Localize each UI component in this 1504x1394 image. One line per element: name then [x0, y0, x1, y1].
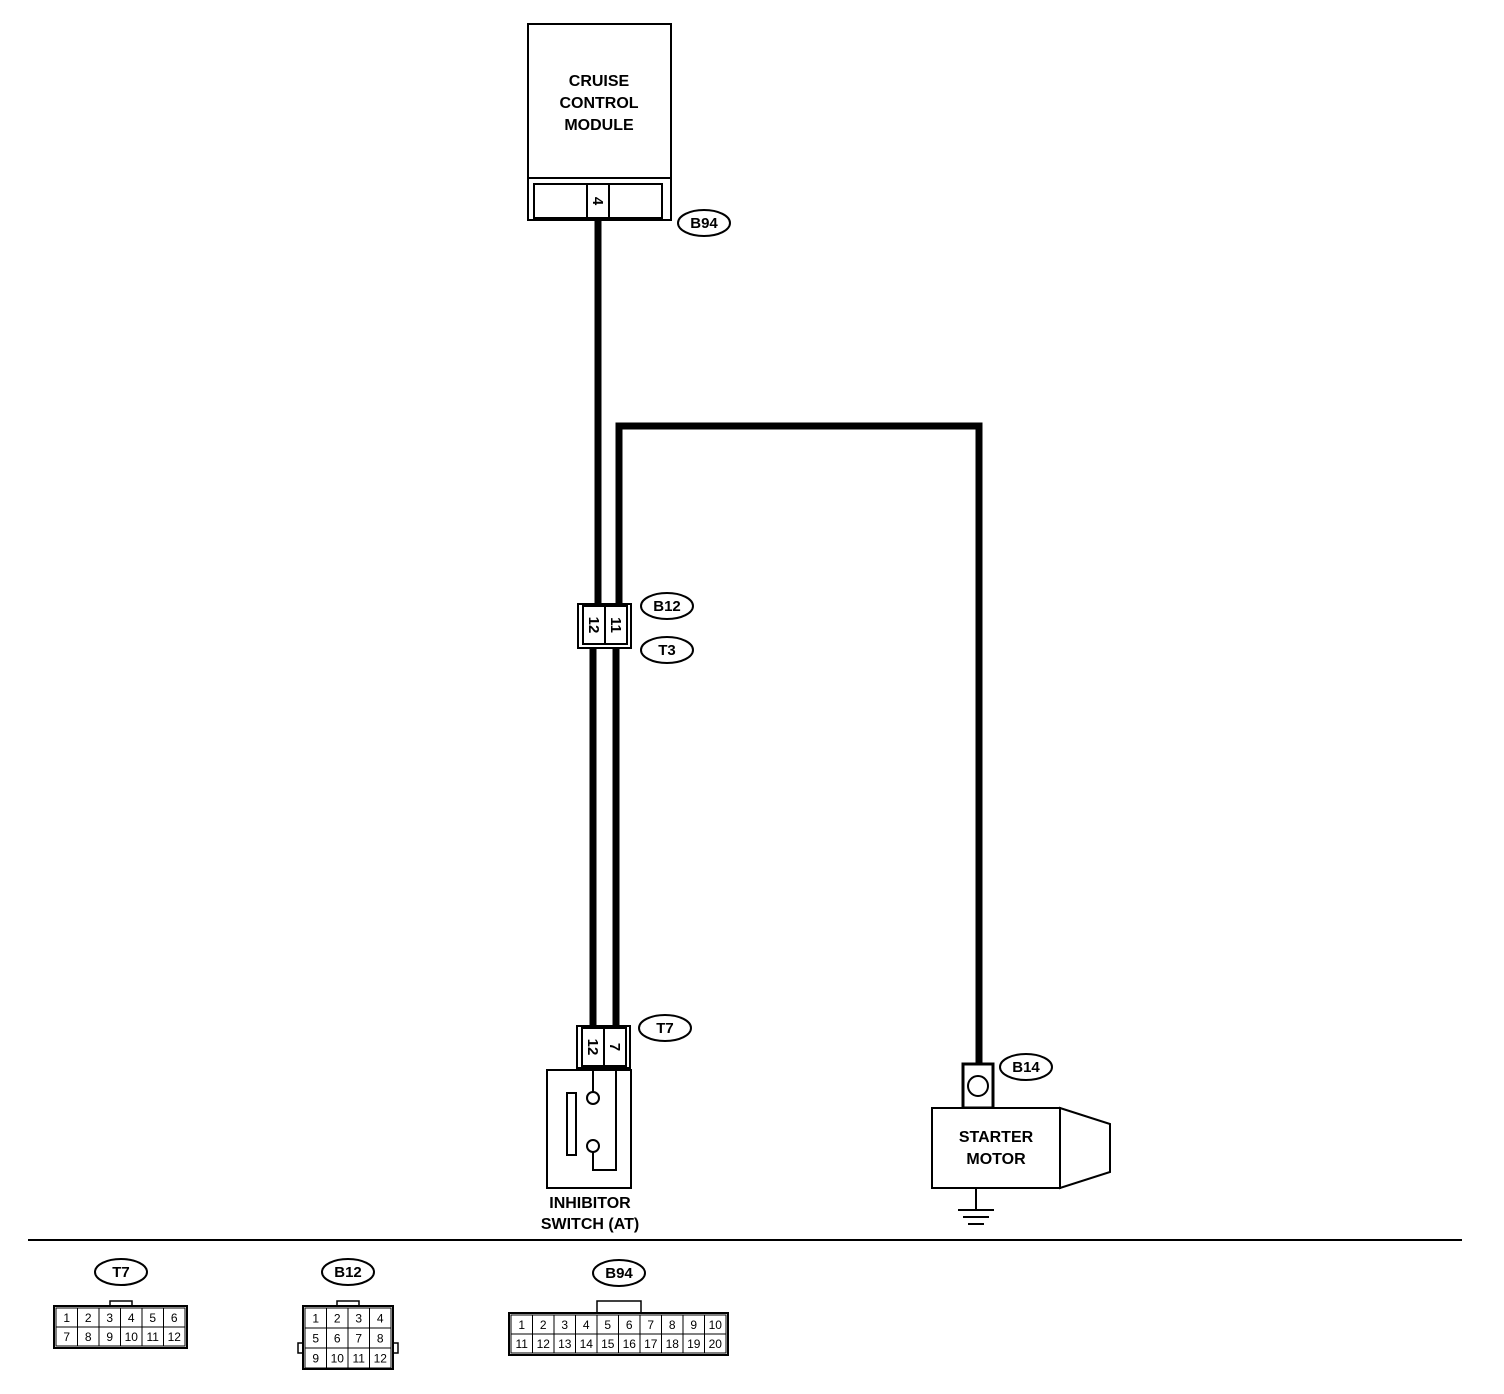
cruise-module-label-2: CONTROL — [559, 95, 638, 112]
pinout-cell-label: 11 — [353, 1352, 366, 1366]
pinout-cell-label: 14 — [580, 1337, 594, 1351]
b94-tag: B94 — [677, 209, 731, 237]
t3-tag: T3 — [640, 636, 694, 664]
cruise-module-label-3: MODULE — [564, 117, 634, 134]
b12-pin-12-label: 12 — [585, 617, 602, 634]
pinout-cell-label: 20 — [709, 1337, 723, 1351]
inhibitor-switch-slider — [566, 1092, 577, 1156]
starter-label-1: STARTER — [959, 1129, 1034, 1146]
inhibitor-label-2: SWITCH (AT) — [541, 1216, 639, 1233]
pinout-cell-label: 1 — [518, 1318, 525, 1332]
wire-starter-to-b12 — [615, 422, 983, 1064]
pinout-cell-label: 6 — [626, 1318, 633, 1332]
pinout-cell-label: 8 — [377, 1332, 384, 1346]
inhibitor-switch-body — [546, 1069, 632, 1189]
t7-pin-12-label: 12 — [584, 1039, 601, 1056]
pinout-cell — [163, 1326, 186, 1347]
pinout-cell-label: 8 — [85, 1330, 92, 1344]
pinout-cell-label: 11 — [147, 1330, 160, 1344]
pinout-cell-label: 15 — [601, 1337, 615, 1351]
pinout-cell-label: 12 — [537, 1337, 551, 1351]
pinout-cell-label: 4 — [377, 1312, 384, 1326]
t7-pin-7-label: 7 — [606, 1043, 623, 1051]
b12-pin-11-cell — [604, 605, 628, 645]
inhibitor-label-1: INHIBITOR — [549, 1195, 631, 1212]
inhibitor-switch: INHIBITOR SWITCH (AT) — [541, 1069, 639, 1233]
pinout-cell-label: 10 — [709, 1318, 723, 1332]
pinout-cell-label: 12 — [374, 1352, 388, 1366]
b94-tag-label: B94 — [690, 215, 718, 232]
cruise-module-label-1: CRUISE — [569, 73, 630, 90]
pinout-cell-label: 10 — [331, 1352, 345, 1366]
pinout-cell-label: 5 — [312, 1332, 319, 1346]
pinout-cell-label: 17 — [644, 1337, 658, 1351]
t7-connector: 12 7 — [576, 1025, 631, 1069]
pinout-cell-label: 2 — [85, 1311, 92, 1325]
pinout-cell-label: 4 — [128, 1311, 135, 1325]
pinout-cell-label: 7 — [355, 1332, 362, 1346]
inhibitor-contact-bottom — [586, 1139, 600, 1153]
pinout-cell-label: 13 — [558, 1337, 572, 1351]
b14-terminal — [967, 1075, 989, 1097]
pinout-cell-label: 9 — [690, 1318, 697, 1332]
b94-pin-label: 4 — [589, 197, 606, 206]
pinout-cell-label: 6 — [171, 1311, 178, 1325]
starter-motor-pinion — [1059, 1106, 1111, 1190]
t7-pin-7-cell — [603, 1027, 627, 1067]
pinout-cell — [369, 1347, 392, 1369]
pinout-cell-label: 3 — [106, 1311, 113, 1325]
t7-tag-label: T7 — [656, 1020, 674, 1037]
pinout-cell-label: 3 — [561, 1318, 568, 1332]
pinout-t7-tag: T7 — [112, 1264, 130, 1281]
wires — [589, 220, 983, 1064]
pinout-cell-label: 16 — [623, 1337, 637, 1351]
pinout-cell-label: 3 — [355, 1312, 362, 1326]
b14-tag: B14 — [999, 1053, 1053, 1081]
pinout-b12-tag: B12 — [334, 1264, 362, 1281]
pinout-cell-label: 7 — [63, 1330, 70, 1344]
pinout-cell-label: 7 — [647, 1318, 654, 1332]
pinout-cell-label: 9 — [312, 1352, 319, 1366]
pinout-cell-label: 6 — [334, 1332, 341, 1346]
b14-connector — [961, 1062, 995, 1110]
cruise-control-module: CRUISE CONTROL MODULE 4 — [527, 23, 672, 221]
pinout-cell-label: 4 — [583, 1318, 590, 1332]
t3-tag-label: T3 — [658, 642, 676, 659]
inhibitor-contact-top — [586, 1091, 600, 1105]
pinout-cell-label: 2 — [334, 1312, 341, 1326]
pinout-cell-label: 19 — [687, 1337, 701, 1351]
pinout-cell-label: 5 — [149, 1311, 156, 1325]
starter-label-2: MOTOR — [966, 1151, 1026, 1168]
b12-t3-connector: 12 11 — [577, 603, 632, 649]
b12-tag-label: B12 — [653, 598, 681, 615]
t7-tag: T7 — [638, 1014, 692, 1042]
pinout-b94-tag: B94 — [605, 1265, 633, 1282]
pinout-cell-label: 8 — [669, 1318, 676, 1332]
pinout-cell-label: 5 — [604, 1318, 611, 1332]
pinout-cell-label: 12 — [168, 1330, 182, 1344]
ground-icon — [958, 1188, 994, 1225]
pinout-cell — [704, 1333, 727, 1354]
starter-motor-body — [931, 1107, 1061, 1189]
pinout-cell-label: 18 — [666, 1337, 680, 1351]
starter-motor: STARTER MOTOR — [931, 1106, 1111, 1190]
b94-pin-cell — [586, 183, 610, 219]
pinout-cell-label: 10 — [125, 1330, 139, 1344]
b12-tag: B12 — [640, 592, 694, 620]
b14-tag-label: B14 — [1012, 1059, 1040, 1076]
pinout-cell-label: 11 — [516, 1337, 529, 1351]
b12-pin-11-label: 11 — [607, 617, 624, 633]
pinout-cell-label: 2 — [540, 1318, 547, 1332]
pinout-cell-label: 1 — [312, 1312, 319, 1326]
pinout-cell-label: 9 — [106, 1330, 113, 1344]
pinout-cell-label: 1 — [63, 1311, 70, 1325]
